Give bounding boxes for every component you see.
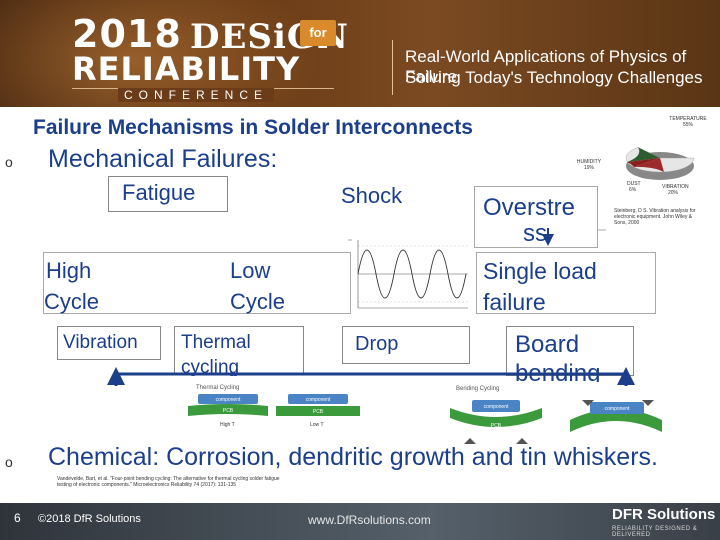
drop-box [342, 326, 470, 364]
bending-support-right [516, 438, 528, 444]
board-bending-line2: bending [515, 360, 601, 382]
overstress-label-line1: Overstre [483, 194, 576, 221]
thermal-pcb-high-label: PCB [223, 408, 234, 414]
bending-component-down [472, 400, 520, 412]
conference-reliability-word: RELIABILITY [72, 50, 301, 88]
thermal-cycling-diagram: Thermal Cycling component PCB High T com… [188, 385, 360, 428]
bending-component-up [590, 402, 644, 414]
bending-support-left [464, 438, 476, 444]
fatigue-box [108, 176, 228, 212]
dfr-solutions-tagline: RELIABILITY DESIGNED & DELIVERED [612, 526, 698, 538]
conference-word: CONFERENCE [118, 88, 275, 102]
conference-for-badge: for [300, 20, 336, 46]
thermal-pcb-high [188, 404, 268, 416]
pie-label-vibration: VIBRATION [662, 184, 689, 190]
bending-pcb-up-label: PCB [625, 432, 636, 438]
pie-label-dust: DUST [627, 181, 641, 187]
shock-label: Shock [341, 183, 403, 208]
mechanical-failures-heading: Mechanical Failures: [48, 145, 278, 173]
header-tagline-line2: Solving Today's Technology Challenges [405, 68, 703, 87]
thermal-cycling-line1: Thermal [181, 332, 251, 353]
steinberg-citation: Steinberg, D S. Vibration analysis for e… [614, 208, 696, 226]
footer-copyright: ©2018 DfR Solutions [38, 513, 141, 525]
high-cycle-line2: Cycle [44, 289, 100, 314]
pie-value-dust: 6% [629, 187, 637, 193]
bending-load-right [642, 400, 654, 406]
pie-humidity-label: HUMIDITY [576, 159, 602, 165]
bending-pcb-up [570, 409, 662, 432]
thermal-component-high [198, 394, 258, 404]
thermal-component-low-label: component [306, 397, 331, 403]
drop-label: Drop [355, 333, 399, 355]
pie-slice-humidity [627, 147, 660, 162]
pie-label-temperature: TEMPERATURE [669, 116, 707, 122]
chemical-failures-heading: Chemical: Corrosion, dendritic growth an… [48, 443, 658, 471]
thermal-component-high-label: component [216, 397, 241, 403]
pie-humidity-value: 19% [583, 165, 594, 171]
low-cycle-line1: Low [230, 258, 271, 283]
failure-cause-pie-chart: TEMPERATURE 55% HUMIDITY DUST 6% VIBRATI… [625, 116, 707, 196]
vibration-waveform-chart [357, 240, 468, 309]
thermal-pcb-low [276, 406, 360, 416]
bending-load-left [582, 400, 594, 406]
thermal-pcb-low-label: PCB [313, 409, 324, 415]
thermal-high-t-label: High T [220, 422, 235, 428]
pie-slice-vibration [634, 158, 664, 172]
header-divider [392, 40, 393, 95]
footer-url-link[interactable]: www.DfRsolutions.com [308, 513, 431, 527]
single-load-line1: Single load [483, 258, 597, 284]
fatigue-label: Fatigue [122, 180, 196, 205]
vandevelde-citation: Vandevelde, Bart, et al. "Four-point ben… [57, 476, 280, 488]
slide-title: Failure Mechanisms in Solder Interconnec… [33, 116, 473, 139]
waveform-line [357, 249, 467, 299]
single-load-box [476, 252, 656, 314]
bullet-marker: o [5, 454, 13, 470]
single-load-line2: failure [483, 289, 546, 315]
conference-year: 2018 [72, 12, 182, 56]
bending-component-down-label: component [484, 404, 509, 410]
overstress-box [474, 186, 598, 248]
thermal-diagram-title: Thermal Cycling [196, 385, 239, 391]
bullet-marker: o [5, 154, 13, 170]
bending-pcb-down [450, 408, 542, 427]
board-bending-box [506, 326, 634, 376]
pie-humidity-block: HUMIDITY 19% [574, 159, 604, 171]
vibration-label: Vibration [63, 332, 138, 353]
pie-value-vibration: 20% [668, 190, 679, 196]
slide-number: 6 [14, 511, 21, 525]
bending-diagram-title: Bending Cycling [456, 386, 499, 392]
bending-pcb-down-label: PCB [491, 423, 502, 429]
bending-component-up-label: component [605, 406, 630, 412]
thermal-low-t-label: Low T [310, 422, 324, 428]
low-cycle-line2: Cycle [230, 289, 286, 314]
cycle-box [43, 252, 351, 314]
pie-value-temperature: 55% [683, 122, 694, 128]
footer-bar [0, 503, 720, 540]
dfr-solutions-logo: DFR Solutions [612, 506, 716, 523]
pie-slice-dust [627, 158, 660, 167]
board-bending-line1: Board [515, 331, 580, 358]
bending-cycling-diagram: Bending Cycling component PCB component … [450, 386, 662, 444]
vibration-box [57, 326, 161, 360]
thermal-component-low [288, 394, 348, 404]
header-tagline-line1: Real-World Applications of Physics of Fa… [405, 47, 687, 86]
thermal-cycling-line2: cycling [181, 357, 240, 376]
high-cycle-line1: High [46, 258, 92, 283]
